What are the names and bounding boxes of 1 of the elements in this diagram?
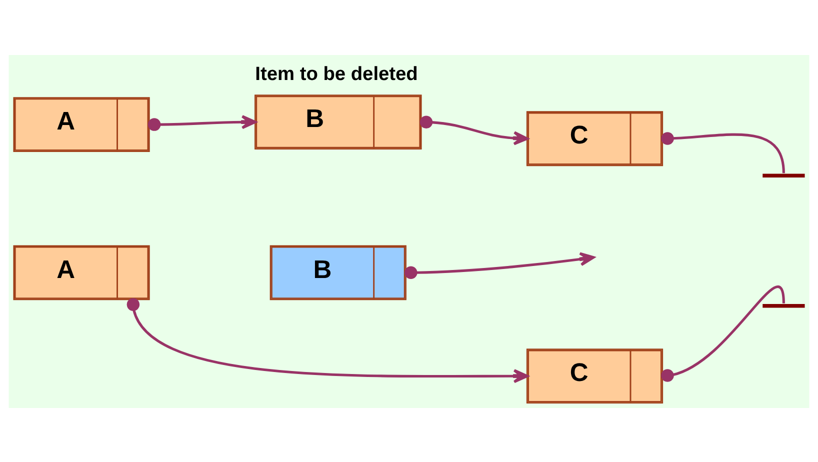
node-label: Item to be deleted [255, 63, 418, 84]
